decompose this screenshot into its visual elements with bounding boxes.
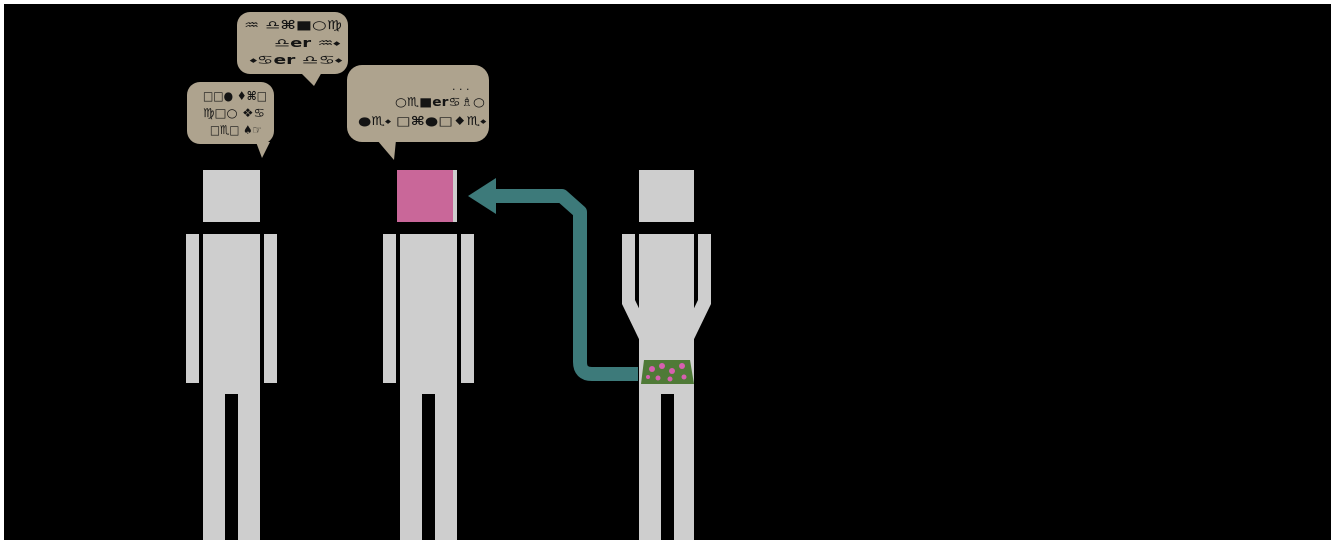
figure-middle-arm-left: [383, 234, 396, 383]
figure-right-leg-left: [639, 394, 661, 540]
pouch-bag: [641, 360, 694, 384]
figure-left-arm-right: [264, 234, 277, 383]
figure-middle-leg-left: [400, 394, 422, 540]
figure-middle-leg-right: [435, 394, 457, 540]
bubble-middle-line-1: ○♏■er♋♗○: [395, 95, 485, 109]
bubble-top-line-3: ⬩♋er ♎♋⬩: [248, 53, 343, 67]
figure-middle-head-edge: [453, 170, 457, 222]
figure-middle-head: [397, 170, 455, 222]
bubble-top-line-2: ♎er ♒⬩: [274, 36, 341, 50]
figure-middle-arm-right: [461, 234, 474, 383]
pouch-dot: [659, 363, 665, 369]
figure-right-leg-right: [674, 394, 694, 540]
bubble-top-line-1: ♒ ♎⌘■○♍: [244, 18, 342, 32]
figure-left-arm-left: [186, 234, 199, 383]
pouch-dot: [682, 375, 687, 380]
bubble-left-line-2: ♍□○ ❖♋: [203, 106, 265, 120]
pouch-dot: [649, 366, 655, 372]
pouch-dot: [668, 377, 673, 382]
figure-left-body: [203, 234, 260, 394]
bubble-left-line-1: □□● ♦⌘□: [203, 89, 267, 103]
figure-left-head: [203, 170, 260, 222]
pouch-dot: [656, 376, 661, 381]
bubble-middle-ellipsis: . . .: [452, 80, 469, 93]
figure-right-head: [639, 170, 694, 222]
figure-left-leg-left: [203, 394, 225, 540]
pouch-dot: [646, 375, 650, 379]
bubble-left-line-3: □♏□ ♠☞: [210, 123, 262, 137]
flower-pouch-icon: [641, 360, 694, 384]
figure-middle-body: [400, 234, 457, 394]
figure-left-leg-right: [238, 394, 260, 540]
pouch-dot: [679, 363, 685, 369]
pouch-dot: [669, 368, 675, 374]
bubble-middle-line-2: ●♏⬩ □⌘●□♦♏⬩: [358, 114, 487, 128]
